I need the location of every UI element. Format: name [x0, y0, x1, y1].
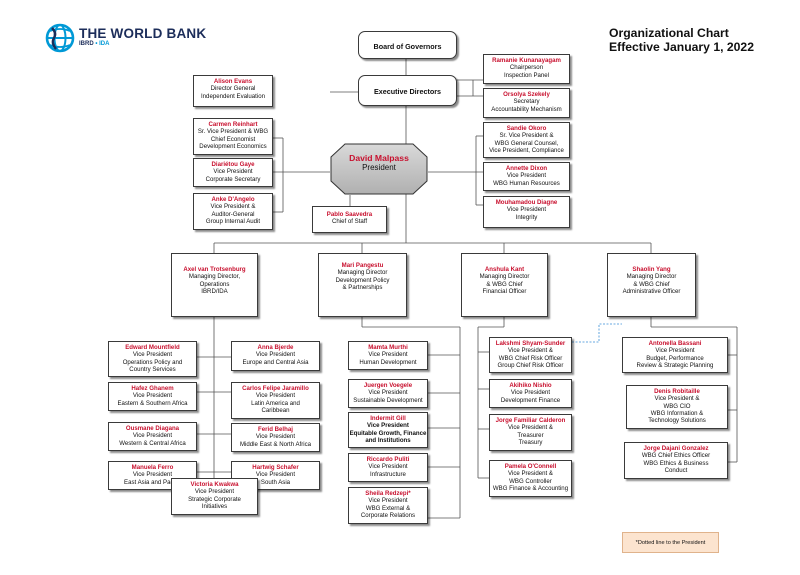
world-bank-logo: THE WORLD BANK IBRD • IDA: [44, 20, 206, 60]
dotted-line-note: *Dotted line to the President: [622, 532, 719, 553]
chart-title-line1: Organizational Chart: [609, 26, 729, 40]
chart-title-line2: Effective January 1, 2022: [609, 40, 754, 54]
board-of-governors-box: Board of Governors: [358, 31, 457, 59]
president-name: David Malpass: [349, 153, 409, 163]
globe-icon: [45, 23, 75, 53]
logo-sub: IBRD • IDA: [79, 41, 110, 47]
president-box: David Malpass President: [330, 143, 428, 195]
chart-title: Organizational Chart Effective January 1…: [609, 26, 794, 54]
president-title: President: [362, 163, 396, 172]
president-octagon: [330, 143, 428, 195]
logo-text: THE WORLD BANK: [79, 26, 207, 41]
box-policy-5: Sheila Redzepi*Vice President WBG Extern…: [348, 487, 428, 524]
executive-directors-box: Executive Directors: [358, 75, 457, 106]
